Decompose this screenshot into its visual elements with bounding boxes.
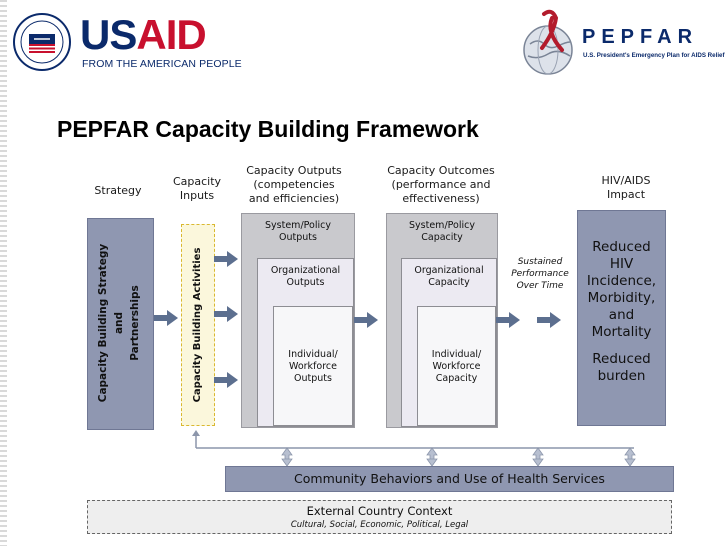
inputs-header-line: Capacity bbox=[172, 175, 222, 188]
sustained-line: Sustained bbox=[517, 257, 563, 267]
usaid-seal-icon bbox=[13, 13, 71, 71]
external-context-subtitle: Cultural, Social, Economic, Political, L… bbox=[290, 520, 469, 530]
outcomes-header-line: Capacity Outcomes bbox=[387, 164, 495, 177]
external-context-box: External Country Context Cultural, Socia… bbox=[87, 500, 672, 534]
column-header-impact: HIV/AIDS Impact bbox=[586, 174, 666, 202]
usaid-tagline: FROM THE AMERICAN PEOPLE bbox=[82, 58, 242, 70]
impact-header-line: HIV/AIDS bbox=[601, 174, 651, 187]
usaid-us-text: US bbox=[80, 11, 137, 58]
outcomes-individual-label: Capacity bbox=[435, 373, 478, 384]
usaid-aid-text: AID bbox=[136, 11, 206, 58]
strategy-box-line: and bbox=[113, 311, 125, 335]
impact-line: Reduced bbox=[592, 351, 651, 367]
updown-arrow-sustained bbox=[532, 447, 544, 467]
community-behaviors-label: Community Behaviors and Use of Health Se… bbox=[294, 471, 605, 486]
impact-line: HIV bbox=[609, 256, 634, 272]
impact-box: Reduced HIV Incidence, Morbidity, and Mo… bbox=[577, 210, 666, 426]
impact-line: Reduced bbox=[592, 239, 651, 255]
updown-arrow-outputs bbox=[281, 447, 293, 467]
outcomes-organizational-label: Capacity bbox=[428, 277, 470, 288]
outcomes-header-line: effectiveness) bbox=[402, 192, 480, 205]
pepfar-wordmark: PEPFAR bbox=[582, 26, 699, 48]
outputs-individual-label: Outputs bbox=[294, 373, 332, 384]
impact-line: burden bbox=[597, 368, 646, 384]
arrow-outputs-to-outcomes bbox=[354, 312, 378, 328]
outputs-organizational-label: Organizational bbox=[270, 265, 341, 276]
arrow-outcomes-to-sustained bbox=[496, 312, 520, 328]
outputs-individual-label: Workforce bbox=[289, 361, 337, 372]
strategy-box-line: Partnerships bbox=[129, 285, 141, 361]
column-header-inputs: Capacity Inputs bbox=[162, 175, 232, 203]
outputs-header-line: (competencies bbox=[253, 178, 335, 191]
feedback-arrowhead bbox=[192, 430, 200, 436]
left-decorative-stripe bbox=[0, 0, 7, 546]
impact-header-line: Impact bbox=[606, 188, 646, 201]
external-context-title: External Country Context bbox=[306, 504, 453, 518]
sustained-performance-label: Sustained Performance Over Time bbox=[508, 256, 572, 292]
column-header-outcomes: Capacity Outcomes (performance and effec… bbox=[378, 164, 504, 206]
arrow-inputs-to-system-outputs bbox=[214, 251, 238, 267]
impact-line: Mortality bbox=[591, 324, 652, 340]
outputs-individual-box: Individual/ Workforce Outputs bbox=[273, 306, 353, 426]
arrow-strategy-to-inputs bbox=[154, 310, 178, 326]
strategy-box: Capacity Building Strategy and Partnersh… bbox=[87, 218, 154, 430]
outputs-system-label: Outputs bbox=[279, 232, 317, 243]
impact-line: Morbidity, bbox=[587, 290, 656, 306]
usaid-wordmark: USAID bbox=[80, 11, 207, 58]
inputs-box: Capacity Building Activities bbox=[181, 224, 215, 426]
pepfar-tagline: U.S. President's Emergency Plan for AIDS… bbox=[583, 52, 725, 59]
outcomes-organizational-label: Organizational bbox=[414, 265, 484, 276]
community-behaviors-bar: Community Behaviors and Use of Health Se… bbox=[225, 466, 674, 492]
outcomes-system-label: Capacity bbox=[421, 232, 463, 243]
impact-line: Incidence, bbox=[586, 273, 657, 289]
updown-arrow-impact bbox=[624, 447, 636, 467]
arrow-inputs-to-individual-outputs bbox=[214, 372, 238, 388]
arrow-sustained-to-impact bbox=[537, 312, 561, 328]
impact-line: and bbox=[608, 307, 635, 323]
page-title: PEPFAR Capacity Building Framework bbox=[57, 116, 479, 142]
updown-arrow-outcomes bbox=[426, 447, 438, 467]
column-header-outputs: Capacity Outputs (competencies and effic… bbox=[234, 164, 354, 206]
outputs-header-line: Capacity Outputs bbox=[246, 164, 342, 177]
inputs-box-label: Capacity Building Activities bbox=[192, 247, 203, 403]
outputs-system-label: System/Policy bbox=[265, 220, 331, 231]
pepfar-globe-ribbon-icon bbox=[523, 9, 573, 75]
arrow-inputs-to-org-outputs bbox=[214, 306, 238, 322]
sustained-line: Performance bbox=[511, 269, 569, 279]
outputs-header-line: and efficiencies) bbox=[248, 192, 340, 205]
inputs-header-line: Inputs bbox=[179, 189, 215, 202]
outputs-individual-label: Individual/ bbox=[288, 349, 338, 360]
outcomes-individual-box: Individual/ Workforce Capacity bbox=[417, 306, 496, 426]
column-header-strategy: Strategy bbox=[94, 184, 142, 197]
outcomes-individual-label: Individual/ bbox=[431, 349, 482, 360]
strategy-box-line: Capacity Building Strategy bbox=[97, 243, 109, 403]
outcomes-individual-label: Workforce bbox=[432, 361, 481, 372]
sustained-line: Over Time bbox=[516, 281, 564, 291]
outcomes-header-line: (performance and bbox=[391, 178, 491, 191]
outcomes-system-label: System/Policy bbox=[409, 220, 475, 231]
outputs-organizational-label: Outputs bbox=[286, 277, 325, 288]
